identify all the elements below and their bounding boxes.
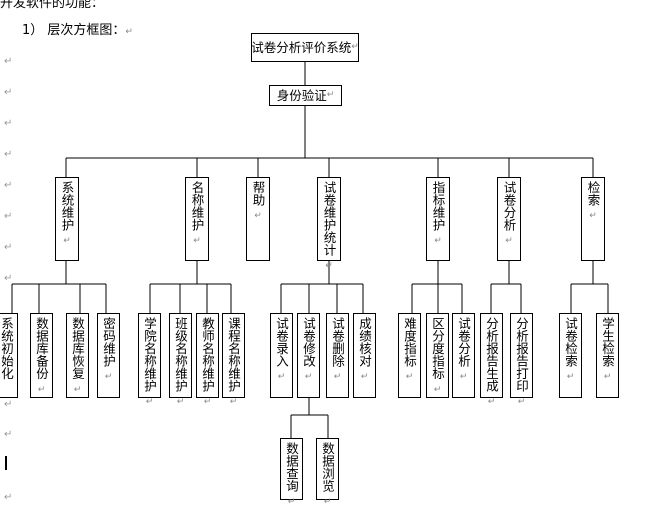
leaf-teacher-name: 教师名称维护↵ [196,313,219,407]
module-paper-maintenance-stats: 试卷维护统计↵ [317,177,341,271]
paragraph-mark: ↵ [4,429,13,440]
leaf-paper-search: 试卷检索↵ [559,313,582,398]
section-heading: 1） 层次方框图：↵ [22,23,133,38]
leaf-paper-modify: 试卷修改↵ [297,313,320,398]
text-cursor [5,456,7,470]
leaf-data-browse: 数据浏览↵ [316,438,339,507]
leaf-db-restore: 数据库恢复↵ [66,313,89,398]
leaf-report-print: 分析报告打印↵ [510,313,533,407]
module-search: 检索↵ [581,177,605,261]
module-paper-analysis: 试卷分析↵ [497,177,521,261]
root-node: 试卷分析评价系统↵ [251,33,359,62]
paragraph-mark: ↵ [4,242,13,253]
cut-off-text: 开发软件的功能： [0,0,105,11]
leaf-report-generate: 分析报告生成↵ [480,313,503,407]
paragraph-mark: ↵ [4,211,13,222]
leaf-college-name: 学院名称维护↵ [138,313,161,407]
paragraph-mark: ↵ [4,149,13,160]
leaf-paper-entry: 试卷录入↵ [270,313,293,398]
module-help: 帮助↵ [246,177,270,261]
paragraph-mark: ↵ [4,56,13,67]
leaf-class-name: 班级名称维护↵ [169,313,192,407]
paragraph-mark: ↵ [4,492,13,503]
module-name-maintenance: 名称维护↵ [185,177,209,261]
paragraph-mark: ↵ [4,273,13,284]
leaf-paper-analysis: 试卷分析↵ [452,313,475,398]
paragraph-mark: ↵ [4,180,13,191]
leaf-difficulty-index: 难度指标↵ [398,313,421,398]
paragraph-mark: ↵ [4,399,13,410]
leaf-paper-delete: 试卷删除↵ [326,313,349,398]
module-system-maintenance: 系统维护↵ [55,177,79,261]
leaf-score-check: 成绩核对↵ [353,313,376,398]
leaf-db-backup: 数据库备份↵ [30,313,53,398]
leaf-password-maintenance: 密码维护↵ [97,313,120,398]
auth-node: 身份验证↵ [269,85,342,106]
paragraph-mark: ↵ [4,87,13,98]
module-indicator-maintenance: 指标维护↵ [426,177,450,261]
leaf-discrimination-index: 区分度指标↵ [426,313,449,398]
leaf-data-query: 数据查询↵ [280,438,303,507]
paragraph-mark: ↵ [4,118,13,129]
leaf-student-search: 学生检索↵ [596,313,619,398]
leaf-course-name: 课程名称维护↵ [222,313,245,407]
leaf-system-init: 系统初始化 [0,313,18,398]
